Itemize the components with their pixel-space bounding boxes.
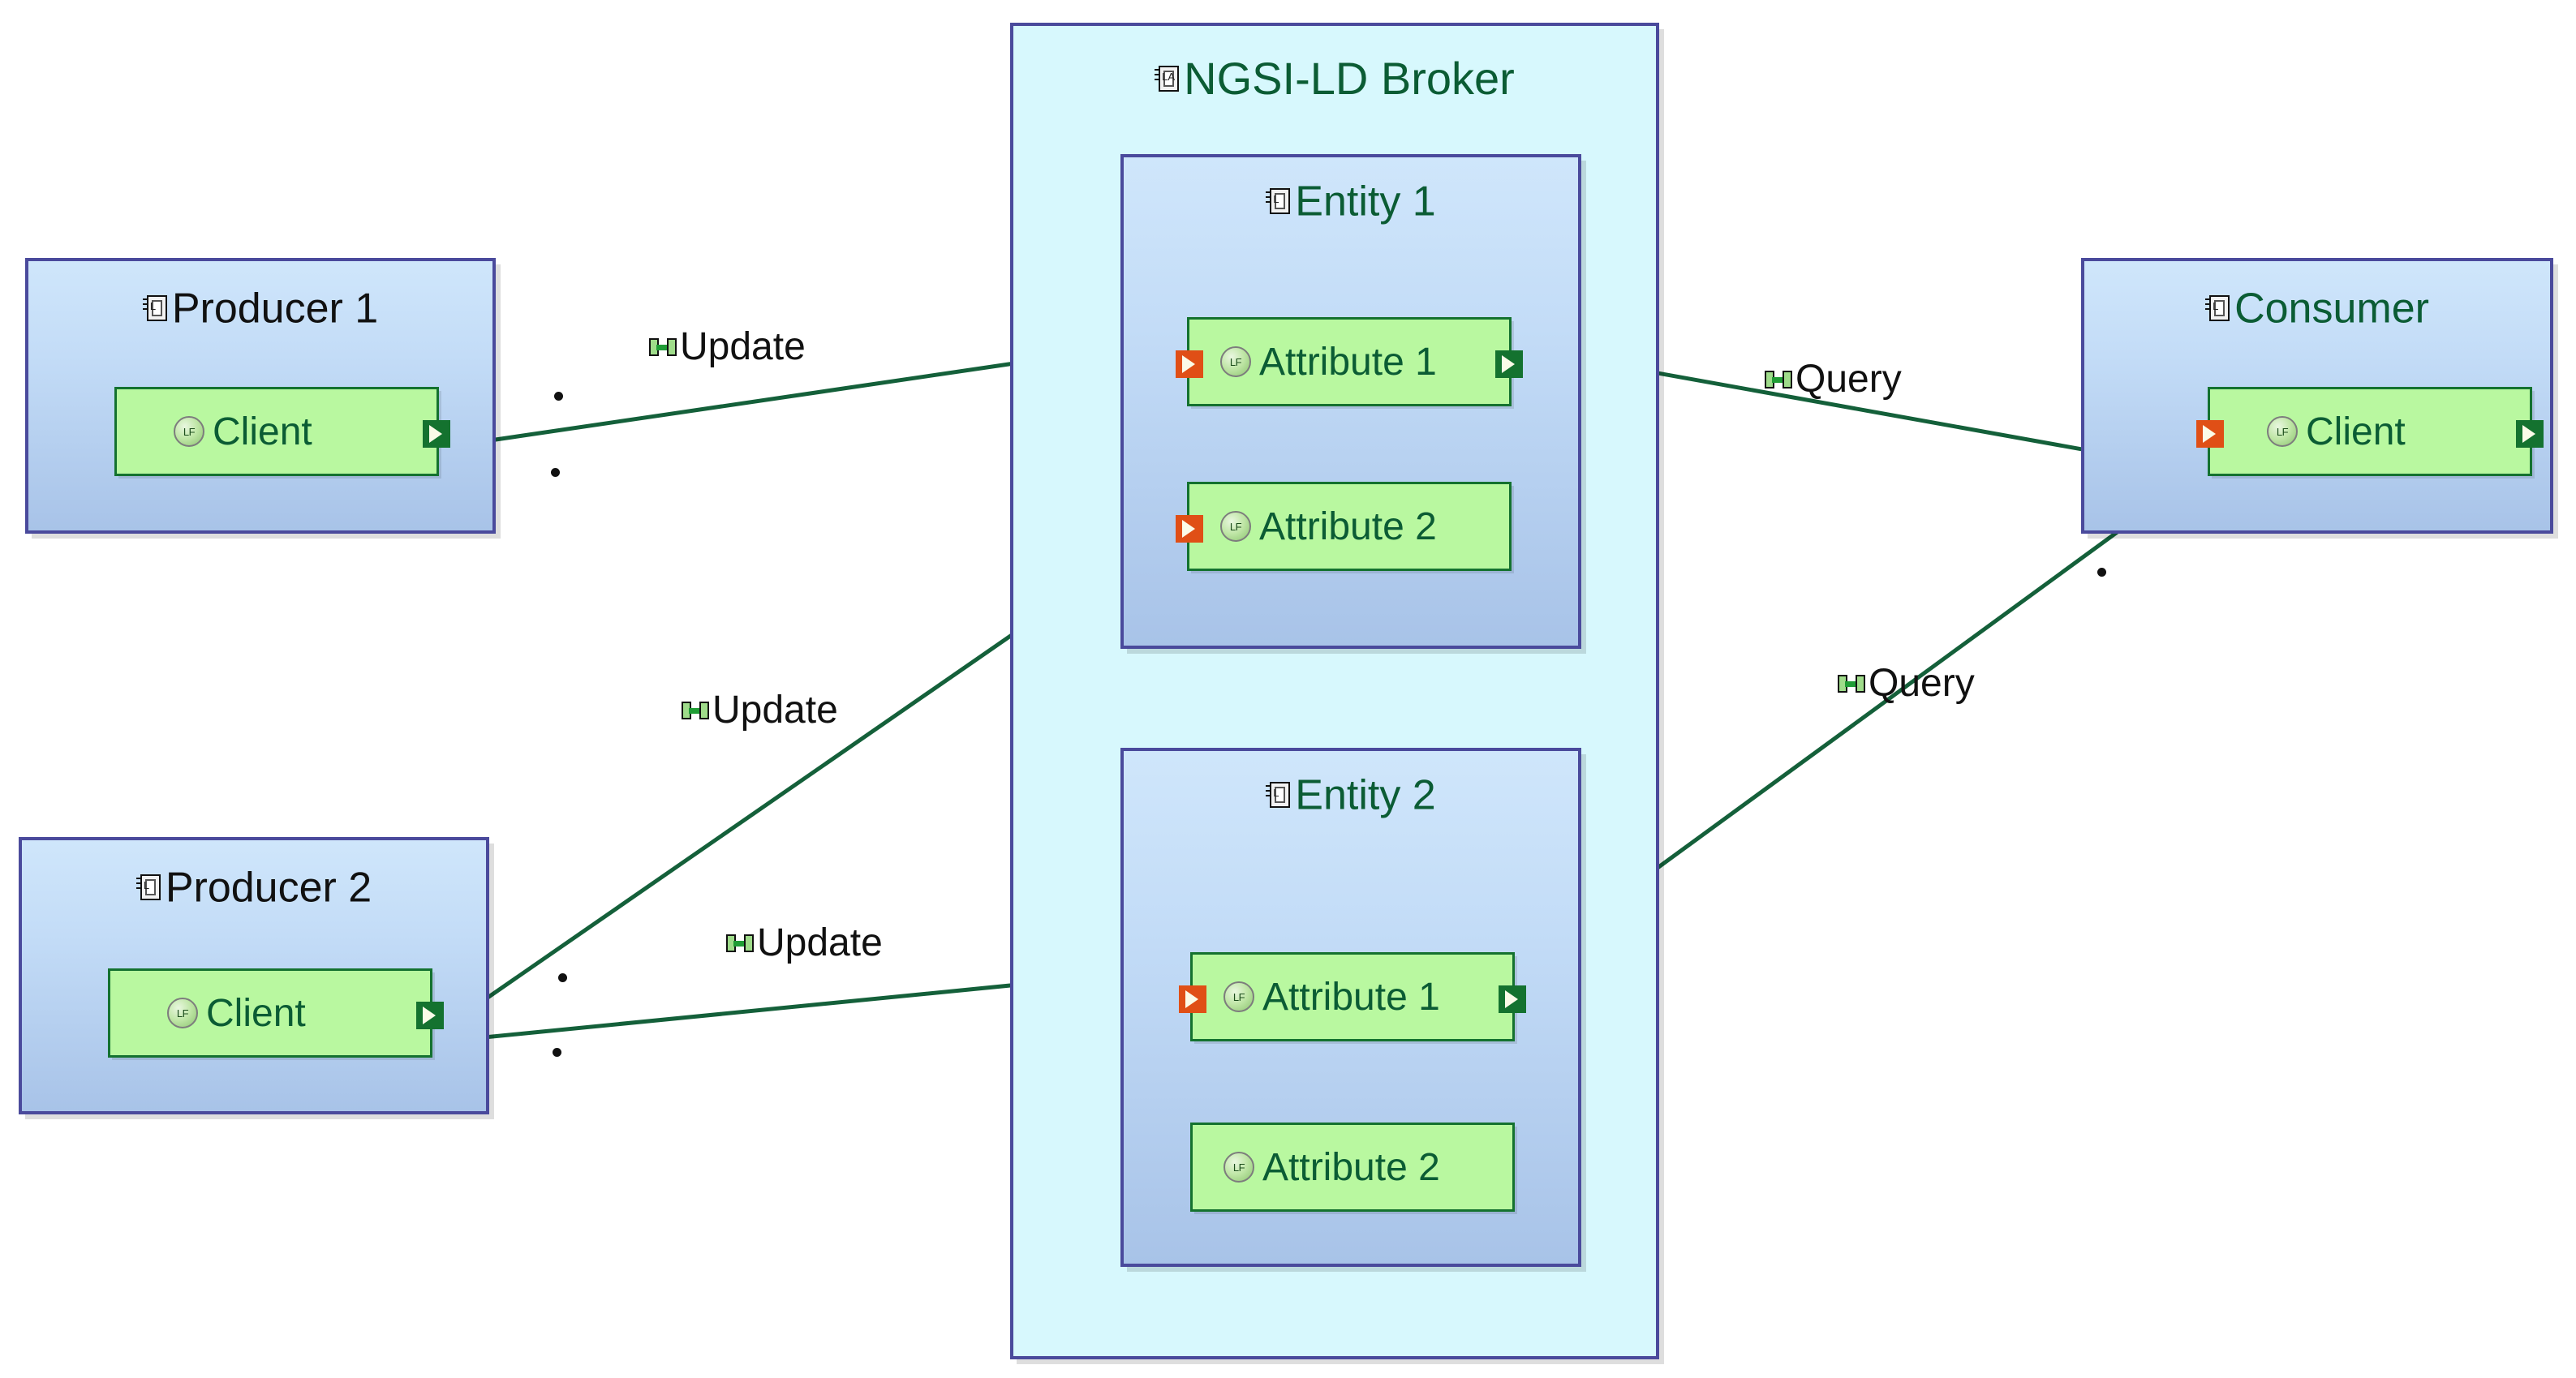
- entity-2-attribute-2[interactable]: Attribute 2: [1190, 1123, 1515, 1212]
- entity-2-attribute-1-label: Attribute 1: [1223, 975, 1440, 1020]
- consumer-client[interactable]: Client: [2196, 387, 2544, 476]
- lf-sphere-icon: [1223, 1152, 1254, 1183]
- link-label-update-1[interactable]: Update: [649, 324, 806, 369]
- multiplicity-dot: [554, 392, 563, 401]
- lf-sphere-icon: [1220, 346, 1251, 377]
- producer-1-client-label: Client: [174, 410, 312, 454]
- consumer-client-label: Client: [2267, 410, 2406, 454]
- multiplicity-dot: [558, 973, 567, 982]
- package-l-icon: L: [135, 874, 161, 901]
- link-label-query-2[interactable]: Query: [1838, 661, 1975, 706]
- entity-1-attribute-1-provided-port[interactable]: [1495, 350, 1523, 378]
- producer-1-client-provided-port[interactable]: [423, 420, 450, 448]
- package-l-icon: L: [2205, 295, 2230, 322]
- package-l-icon: L: [1266, 188, 1291, 215]
- entity-2-attribute-1-provided-port[interactable]: [1499, 985, 1526, 1013]
- lf-sphere-icon: [1223, 981, 1254, 1012]
- link-label-update-3[interactable]: Update: [726, 921, 883, 965]
- entity-1-attribute-2[interactable]: Attribute 2: [1176, 482, 1512, 571]
- producer-2-title: L Producer 2: [22, 863, 486, 909]
- assembly-connector-icon: [682, 701, 709, 719]
- entity-1-attribute-2-required-port[interactable]: [1176, 515, 1203, 543]
- lf-sphere-icon: [174, 416, 204, 447]
- consumer-client-provided-port[interactable]: [2516, 420, 2544, 448]
- producer-1-title: L Producer 1: [28, 284, 492, 330]
- entity-1-attribute-2-label: Attribute 2: [1220, 504, 1437, 549]
- entity-1-package[interactable]: L Entity 1 Attribute 1 Attribute 2: [1120, 154, 1581, 649]
- entity-2-attribute-2-label: Attribute 2: [1223, 1145, 1440, 1190]
- producer-2-package[interactable]: L Producer 2 Client: [19, 837, 489, 1114]
- broker-package[interactable]: LA NGSI-LD Broker L Entity 1 Attribute 1: [1010, 23, 1659, 1359]
- consumer-client-required-port[interactable]: [2196, 420, 2224, 448]
- lf-sphere-icon: [167, 998, 198, 1028]
- consumer-package[interactable]: L Consumer Client: [2081, 258, 2553, 534]
- multiplicity-dot: [2097, 568, 2106, 577]
- producer-2-client[interactable]: Client: [108, 968, 444, 1058]
- package-l-icon: L: [1266, 782, 1291, 809]
- broker-title: LA NGSI-LD Broker: [1013, 52, 1656, 102]
- entity-2-attribute-1[interactable]: Attribute 1: [1179, 952, 1526, 1041]
- multiplicity-dot: [551, 468, 560, 477]
- consumer-title: L Consumer: [2084, 284, 2550, 330]
- producer-2-client-provided-port[interactable]: [416, 1002, 444, 1029]
- link-label-query-1[interactable]: Query: [1765, 357, 1902, 401]
- assembly-connector-icon: [1838, 674, 1865, 693]
- link-label-update-2[interactable]: Update: [682, 688, 838, 732]
- producer-1-client[interactable]: Client: [114, 387, 450, 476]
- entity-1-attribute-1-label: Attribute 1: [1220, 340, 1437, 384]
- assembly-connector-icon: [726, 934, 754, 952]
- multiplicity-dot: [553, 1048, 561, 1057]
- assembly-connector-icon: [1765, 370, 1792, 389]
- producer-1-package[interactable]: L Producer 1 Client: [25, 258, 496, 534]
- lf-sphere-icon: [2267, 416, 2298, 447]
- entity-2-package[interactable]: L Entity 2 Attribute 1 Attribute 2: [1120, 748, 1581, 1267]
- entity-2-title: L Entity 2: [1124, 771, 1578, 817]
- package-l-icon: L: [142, 295, 167, 322]
- producer-2-client-label: Client: [167, 991, 306, 1036]
- entity-1-attribute-1[interactable]: Attribute 1: [1176, 317, 1523, 406]
- package-la-icon: LA: [1155, 66, 1180, 92]
- entity-2-attribute-1-required-port[interactable]: [1179, 985, 1206, 1013]
- entity-1-title: L Entity 1: [1124, 177, 1578, 223]
- assembly-connector-icon: [649, 337, 677, 356]
- lf-sphere-icon: [1220, 511, 1251, 542]
- entity-1-attribute-1-required-port[interactable]: [1176, 350, 1203, 378]
